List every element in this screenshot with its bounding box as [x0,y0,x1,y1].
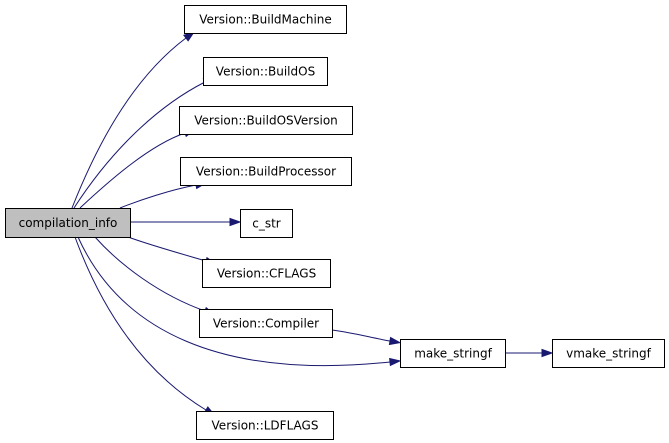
node-label: Version::BuildProcessor [196,165,336,179]
node-Compiler[interactable]: Version::Compiler [199,309,333,338]
node-make_stringf[interactable]: make_stringf [400,339,506,368]
edge-line [79,132,186,209]
node-CFLAGS[interactable]: Version::CFLAGS [202,259,331,288]
arrowhead-icon [229,217,242,227]
node-box[interactable] [199,309,333,338]
edge-compilation_info-to-BuildOS [73,76,216,209]
node-box[interactable] [240,209,293,238]
node-label: Version::CFLAGS [217,267,316,281]
edge-compilation_info-to-make_stringf [77,236,402,367]
node-label: vmake_stringf [566,347,651,361]
edge-line [119,184,197,209]
node-BuildMachine[interactable]: Version::BuildMachine [184,5,347,34]
node-box[interactable] [184,5,347,34]
node-vmake_stringf[interactable]: vmake_stringf [552,339,665,368]
node-box[interactable] [203,57,328,86]
edge-line [331,329,391,342]
arrowhead-icon [541,348,554,358]
edge-line [73,81,206,209]
node-LDFLAGS[interactable]: Version::LDFLAGS [196,411,334,440]
edge-Compiler-to-make_stringf [331,329,402,346]
node-BuildProcessor[interactable]: Version::BuildProcessor [180,157,352,186]
edge-line [94,236,206,312]
node-box[interactable] [202,259,331,288]
node-label: Version::Compiler [213,317,319,331]
node-box[interactable] [5,208,131,238]
node-BuildOS[interactable]: Version::BuildOS [203,57,328,86]
node-box[interactable] [179,106,353,135]
node-c_str[interactable]: c_str [240,209,293,238]
node-label: Version::BuildOS [216,65,315,79]
edge-line [71,37,187,209]
nodes-layer: compilation_info Version::BuildMachineVer… [5,5,665,440]
arrowhead-icon [388,336,402,346]
edge-compilation_info-to-BuildMachine [71,31,196,209]
arrowhead-icon [389,357,402,367]
edge-compilation_info-to-BuildOSVersion [79,129,196,209]
edge-line [74,236,207,411]
node-box[interactable] [180,157,352,186]
edge-compilation_info-to-Compiler [94,236,216,315]
node-label: c_str [252,217,281,231]
node-BuildOSVersion[interactable]: Version::BuildOSVersion [179,106,353,135]
node-compilation_info[interactable]: compilation_info [5,208,131,238]
edge-compilation_info-to-LDFLAGS [74,236,216,416]
node-box[interactable] [552,339,665,368]
node-box[interactable] [196,411,334,440]
node-label: Version::BuildMachine [199,13,332,27]
node-box[interactable] [400,339,506,368]
node-label: make_stringf [414,347,492,361]
edge-line [77,236,391,367]
edge-line [127,236,207,262]
edge-compilation_info-to-c_str [130,217,242,227]
node-label: Version::LDFLAGS [212,419,319,433]
edge-make_stringf-to-vmake_stringf [505,348,554,358]
node-label: compilation_info [19,216,118,230]
node-label: Version::BuildOSVersion [194,114,338,128]
